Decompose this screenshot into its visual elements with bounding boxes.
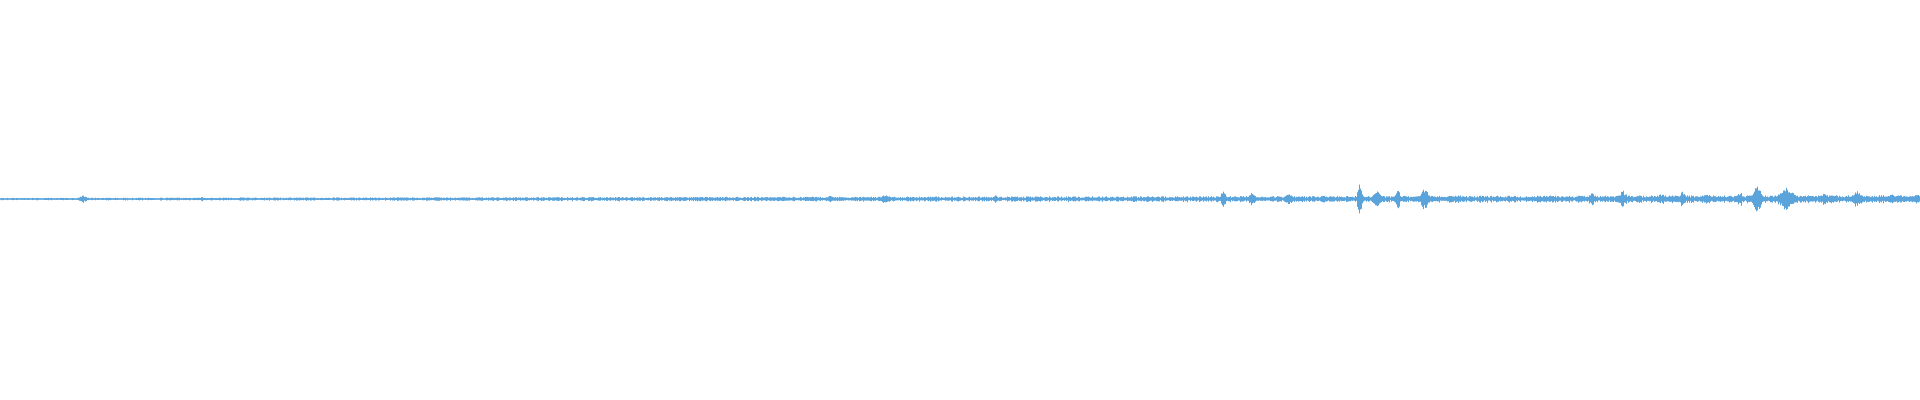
waveform-trace (0, 184, 1920, 214)
